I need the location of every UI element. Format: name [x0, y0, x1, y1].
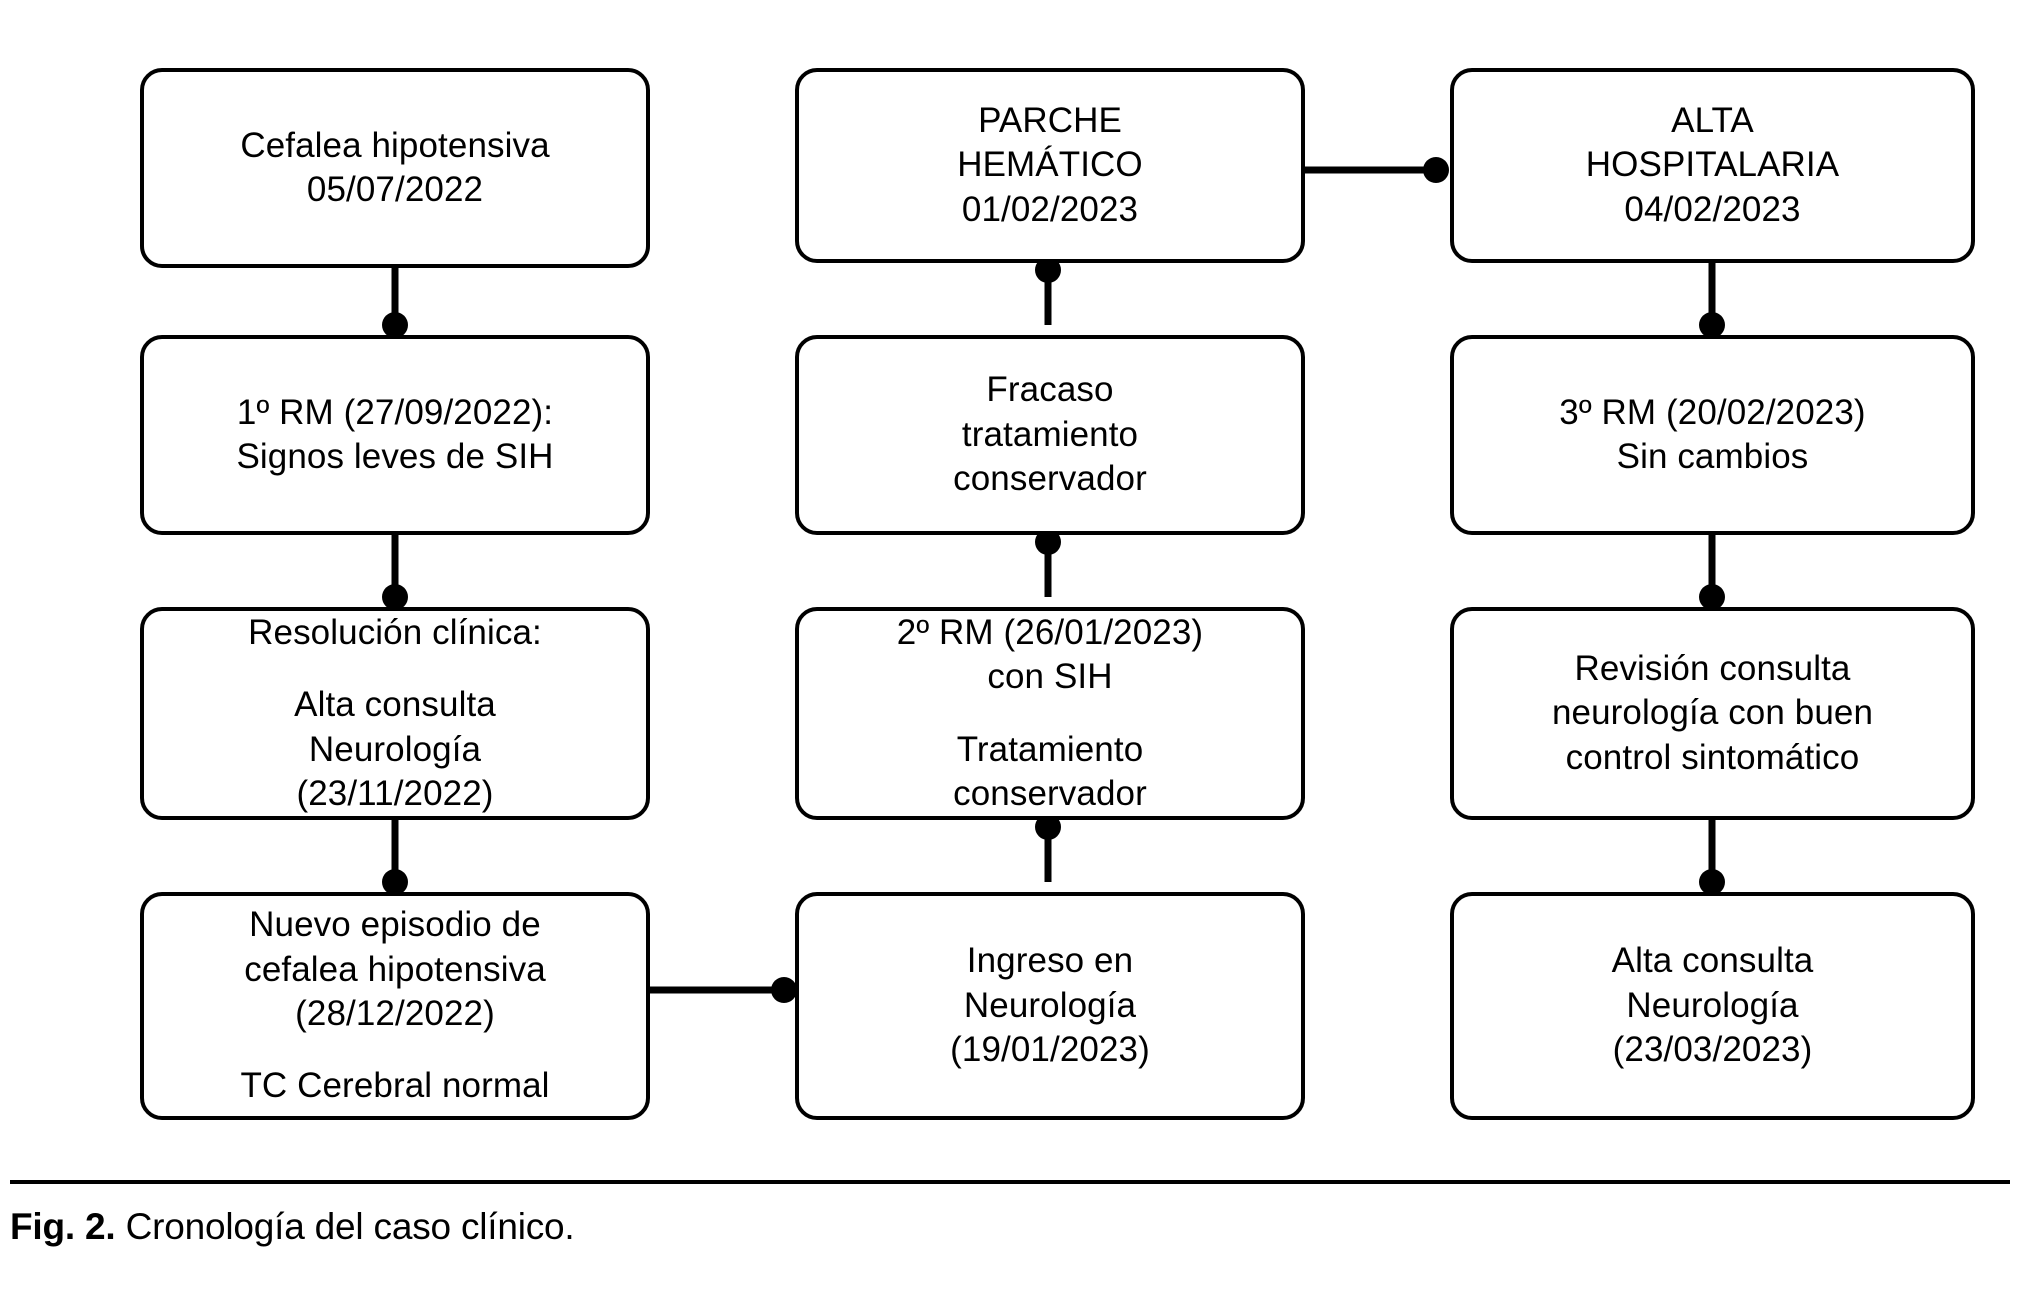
node-line: Neurología — [963, 985, 1137, 1025]
node-line: Sin cambios — [1616, 437, 1809, 476]
node-line: Fracaso — [986, 370, 1114, 410]
node-parche-hematico[interactable]: PARCHE HEMÁTICO 01/02/2023 — [795, 68, 1305, 263]
node-line: Ingreso en — [966, 941, 1134, 981]
node-line: Revisión consulta — [1574, 648, 1851, 688]
node-line: (23/03/2023) — [1612, 1030, 1813, 1070]
node-tercera-rm[interactable]: 3º RM (20/02/2023) Sin cambios — [1450, 335, 1975, 535]
node-line: conservador — [953, 773, 1147, 813]
node-line: 2º RM (26/01/2023) — [896, 612, 1204, 652]
figure-caption-body: Cronología del caso clínico. — [115, 1206, 575, 1247]
node-cefalea-hipotensiva[interactable]: Cefalea hipotensiva 05/07/2022 — [140, 68, 650, 268]
node-line: ALTA — [1671, 100, 1754, 140]
node-line: PARCHE — [978, 100, 1122, 140]
node-resolucion-clinica[interactable]: Resolución clínica: Alta consulta Neurol… — [140, 607, 650, 820]
node-line: HEMÁTICO — [957, 145, 1143, 185]
node-line: TC Cerebral normal — [240, 1066, 550, 1106]
node-line: Signos leves de SIH — [236, 437, 554, 476]
node-ingreso-neurologia[interactable]: Ingreso en Neurología (19/01/2023) — [795, 892, 1305, 1120]
node-fracaso-tratamiento[interactable]: Fracaso tratamiento conservador — [795, 335, 1305, 535]
node-line: 05/07/2022 — [306, 170, 484, 209]
node-nuevo-episodio[interactable]: Nuevo episodio de cefalea hipotensiva (2… — [140, 892, 650, 1120]
node-line: (28/12/2022) — [295, 994, 495, 1033]
node-line: (19/01/2023) — [950, 1030, 1150, 1070]
edge-c1r4-c2r4-dot — [771, 977, 797, 1003]
node-line: neurología con buen — [1551, 693, 1874, 733]
node-alta-hospitalaria[interactable]: ALTA HOSPITALARIA 04/02/2023 — [1450, 68, 1975, 263]
node-line: tratamiento — [961, 414, 1139, 454]
node-line: Neurología — [308, 729, 482, 769]
edge-c2r1-c3r1-dot — [1423, 157, 1449, 183]
flowchart-canvas: Cefalea hipotensiva 05/07/2022 1º RM (27… — [140, 68, 1975, 1120]
node-line: Tratamiento — [956, 729, 1144, 769]
node-line: conservador — [953, 459, 1147, 499]
caption-divider — [10, 1180, 2010, 1184]
node-line: cefalea hipotensiva — [244, 949, 546, 989]
node-segunda-rm[interactable]: 2º RM (26/01/2023) con SIH Tratamiento c… — [795, 607, 1305, 820]
node-line: Resolución clínica: — [248, 612, 542, 652]
figure-caption-label: Fig. 2. — [10, 1206, 116, 1247]
node-line: Alta consulta — [294, 685, 496, 725]
node-line: con SIH — [987, 657, 1113, 697]
figure-caption-block: Fig. 2. Cronología del caso clínico. — [10, 1180, 2010, 1248]
node-line: Nuevo episodio de — [249, 905, 541, 945]
node-alta-consulta[interactable]: Alta consulta Neurología (23/03/2023) — [1450, 892, 1975, 1120]
node-line: Cefalea hipotensiva — [240, 125, 550, 165]
node-line: control sintomático — [1565, 737, 1860, 777]
figure-caption: Fig. 2. Cronología del caso clínico. — [10, 1206, 2010, 1248]
node-line: 01/02/2023 — [961, 189, 1139, 229]
node-line: 1º RM (27/09/2022): — [236, 392, 554, 432]
node-line: Alta consulta — [1611, 941, 1814, 981]
node-line: HOSPITALARIA — [1585, 145, 1840, 185]
node-primera-rm[interactable]: 1º RM (27/09/2022): Signos leves de SIH — [140, 335, 650, 535]
node-revision-consulta[interactable]: Revisión consulta neurología con buen co… — [1450, 607, 1975, 820]
node-line: 3º RM (20/02/2023) — [1559, 392, 1866, 432]
node-line: (23/11/2022) — [296, 773, 494, 813]
node-line: 04/02/2023 — [1624, 189, 1801, 229]
node-line: Neurología — [1626, 985, 1799, 1025]
